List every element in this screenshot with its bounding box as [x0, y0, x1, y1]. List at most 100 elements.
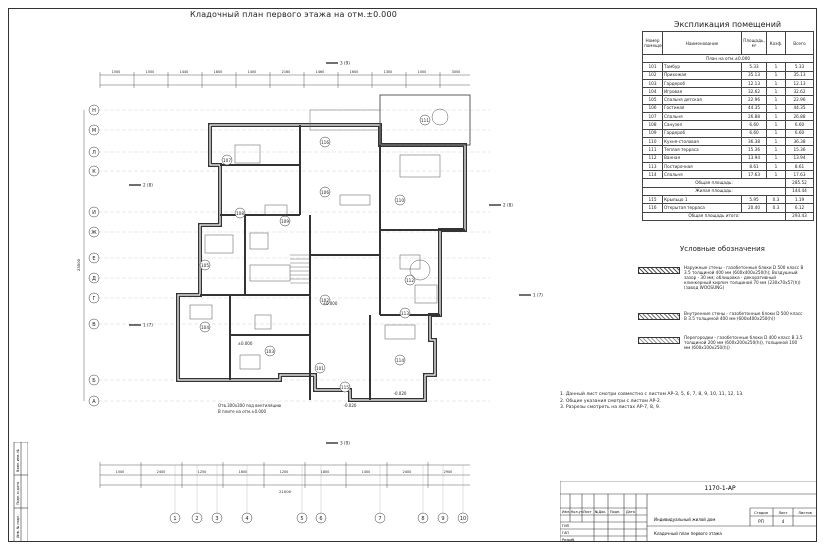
cell: 106 — [642, 103, 663, 114]
room-number-marker — [339, 381, 351, 393]
dim-value: 1800 — [214, 70, 223, 74]
summary-value: 293.43 — [785, 211, 814, 221]
legend-text: Наружные стены - газобетонные блоки D 50… — [684, 265, 804, 290]
cell: 111 — [642, 145, 663, 155]
side-label-2: Подп. и дата — [16, 482, 20, 505]
title-block: 1170-1-АР Изм. Кол.уч Лист №Док. Подп. Д… — [560, 481, 817, 542]
room-number: 111 — [421, 118, 429, 123]
axis-label: 8 — [421, 516, 424, 522]
cell: 32.62 — [741, 87, 767, 97]
dim-value: 2400 — [157, 470, 166, 474]
cell: 17.63 — [741, 170, 767, 180]
explication-table: Номер помещения Наименование Площадь, м²… — [642, 31, 814, 221]
axis-bubble — [88, 395, 100, 407]
role-gap: ГАП — [562, 531, 569, 535]
side-label-3: Инв. № подл. — [16, 515, 20, 538]
summary-label: Общая площадь итого: — [642, 211, 786, 221]
axis-bubble — [88, 374, 100, 386]
total-area-row: Общая площадь:285.52 — [642, 178, 814, 188]
dim-value: 1300 — [384, 70, 393, 74]
level-label: ±0.000 — [323, 301, 338, 306]
room-number-marker — [404, 274, 416, 286]
legend-text: Перегородки - газобетонные блоки D 400 к… — [684, 335, 803, 350]
dim-value: 2900 — [444, 470, 453, 474]
cell: 13.94 — [741, 153, 767, 163]
furniture — [189, 108, 449, 370]
cell: Кухня-столовая — [662, 136, 742, 147]
stage-header: Стадия — [754, 511, 768, 515]
header-number: Номер помещения — [642, 31, 663, 55]
cell: 1 — [766, 78, 786, 89]
room-number-marker — [319, 186, 331, 198]
cell: Постирочная — [662, 161, 742, 172]
dim-value: 1200 — [280, 470, 289, 474]
furniture-item — [384, 324, 416, 340]
axis-bubble — [88, 226, 100, 238]
axis-label: 9 — [441, 516, 444, 522]
cell: Санузел — [662, 120, 742, 130]
cell: 6.60 — [741, 128, 767, 138]
furniture-item — [249, 232, 269, 250]
cell: 1.19 — [785, 195, 814, 205]
furniture-item — [234, 144, 261, 164]
cell: 22.96 — [785, 95, 814, 105]
cell: 26.88 — [785, 112, 814, 122]
section-mark: 1 (7) — [143, 323, 153, 328]
room-number-marker — [419, 114, 431, 126]
furniture-item — [399, 254, 421, 270]
cell: 1 — [766, 62, 786, 72]
cell: Спальня — [662, 170, 742, 180]
furniture-item — [204, 234, 234, 254]
col-doc: №Док. — [595, 510, 606, 514]
exterior-wall — [176, 123, 467, 402]
overall-dimension-vertical: 23500 — [76, 258, 81, 271]
cell: 1 — [766, 128, 786, 138]
axis-bubble — [88, 292, 100, 304]
room-number: 106 — [321, 190, 329, 195]
header-coef: Коэф. — [766, 31, 786, 55]
cell: 107 — [642, 112, 663, 122]
furniture-item — [189, 304, 213, 320]
cell: 116 — [642, 203, 663, 213]
section-mark: 2 (8) — [143, 183, 153, 188]
summary-label: Жилая площадь: — [642, 186, 786, 197]
room-number: 114 — [396, 358, 404, 363]
axis-label: Л — [92, 150, 96, 156]
cell: 102 — [642, 70, 663, 80]
opening-note: Отв.300х300 под вентиляцию — [218, 403, 282, 408]
room-number: 109 — [281, 219, 289, 224]
cell: Гардероб — [662, 78, 742, 89]
bathtub — [409, 259, 431, 281]
axis-bubble — [88, 146, 100, 158]
cell: 32.62 — [785, 87, 814, 97]
summary-value: 144.44 — [785, 186, 814, 197]
cell: 0.3 — [766, 195, 786, 205]
cell: 36.38 — [785, 136, 814, 147]
axis-bubble — [88, 272, 100, 284]
dim-value: 2160 — [282, 70, 291, 74]
level-label: -0.020 — [394, 391, 407, 396]
room-number: 108 — [236, 211, 244, 216]
cell: 1 — [766, 153, 786, 163]
walls — [176, 94, 471, 402]
opening-note-2: В плите на отм.±0.000 — [218, 409, 267, 414]
notes: 1. Данный лист смотри совместно с листом… — [560, 392, 744, 412]
axis-label: 7 — [378, 516, 381, 522]
dim-value: 1500 — [112, 70, 121, 74]
furniture-item — [249, 264, 291, 282]
axis-bubble — [88, 165, 100, 177]
cell: 44.35 — [741, 103, 767, 114]
axis-label: Е — [92, 256, 95, 262]
side-label-1: Взам. инв. № — [16, 449, 20, 472]
room-number-marker — [399, 307, 411, 319]
